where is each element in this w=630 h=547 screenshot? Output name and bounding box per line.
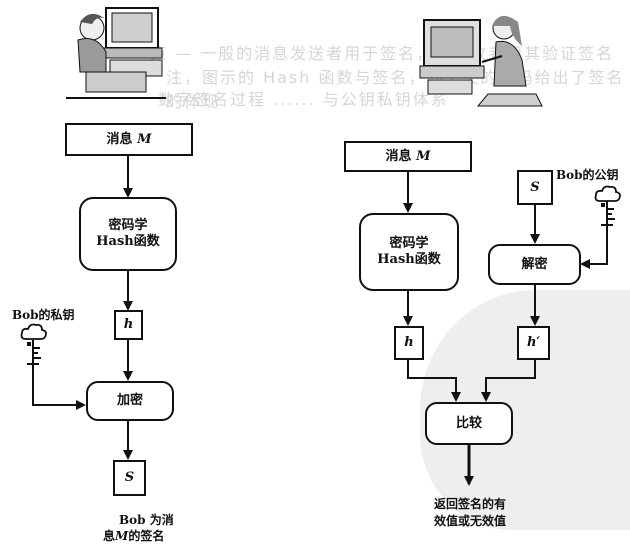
hash-prime-value: h′ [527, 335, 540, 350]
signature-box-right: S [517, 170, 553, 205]
hash-function-box-left: 密码学 Hash函数 [79, 197, 177, 271]
signature-box-left: S [113, 460, 146, 496]
encrypt-label: 加密 [116, 393, 143, 408]
result-caption: 返回签名的有 效值或无效值 [414, 496, 526, 530]
hash-value-box-right: h [394, 326, 424, 360]
compare-label: 比较 [455, 415, 482, 431]
background-text-line3: 数字签名过程 ...... 与公钥私钥体系 [158, 90, 449, 109]
signature-value-right: S [530, 179, 540, 195]
message-label-right: 消息 [385, 148, 412, 164]
encrypt-box: 加密 [86, 381, 174, 421]
signature-caption-line2: 息M的签名 [103, 529, 165, 543]
message-box-left: 消息 M [65, 123, 193, 156]
signature-value-left: S [124, 470, 135, 485]
decrypt-box: 解密 [488, 244, 581, 285]
message-label-left: 消息 [106, 131, 133, 147]
hash-label-line1-right: 密码学 [389, 236, 429, 251]
message-box-right: 消息 M [344, 141, 472, 172]
hash-value-right: h [404, 335, 414, 350]
decrypt-label: 解密 [521, 256, 548, 272]
result-caption-line2: 效值或无效值 [433, 514, 506, 528]
cloud-icon-public-key [594, 185, 621, 202]
message-variable-left: M [137, 131, 152, 147]
hash-label-line1-left: 密码学 [108, 218, 148, 233]
hash-value-left: h [123, 317, 134, 332]
cloud-icon-private-key [20, 323, 47, 340]
message-variable-right: M [416, 148, 431, 164]
hash-function-box-right: 密码学 Hash函数 [359, 213, 459, 291]
person-at-computer-illustration-left [66, 7, 166, 99]
signature-caption-line1: Bob 为消 [119, 513, 174, 527]
person-at-computer-illustration-right [419, 15, 543, 107]
key-icon-public [601, 201, 615, 226]
key-icon-private [27, 340, 41, 365]
hash-prime-box: h′ [517, 326, 550, 360]
hash-value-box-left: h [114, 310, 143, 340]
private-key-label: Bob的私钥 [12, 308, 75, 322]
public-key-label: Bob的公钥 [556, 168, 619, 182]
signature-caption: Bob 为消 息M的签名 [103, 512, 193, 544]
result-caption-line1: 返回签名的有 [433, 497, 506, 511]
compare-box: 比较 [425, 402, 513, 445]
hash-label-line2-left: Hash函数 [96, 234, 160, 249]
hash-label-line2-right: Hash函数 [377, 252, 441, 267]
